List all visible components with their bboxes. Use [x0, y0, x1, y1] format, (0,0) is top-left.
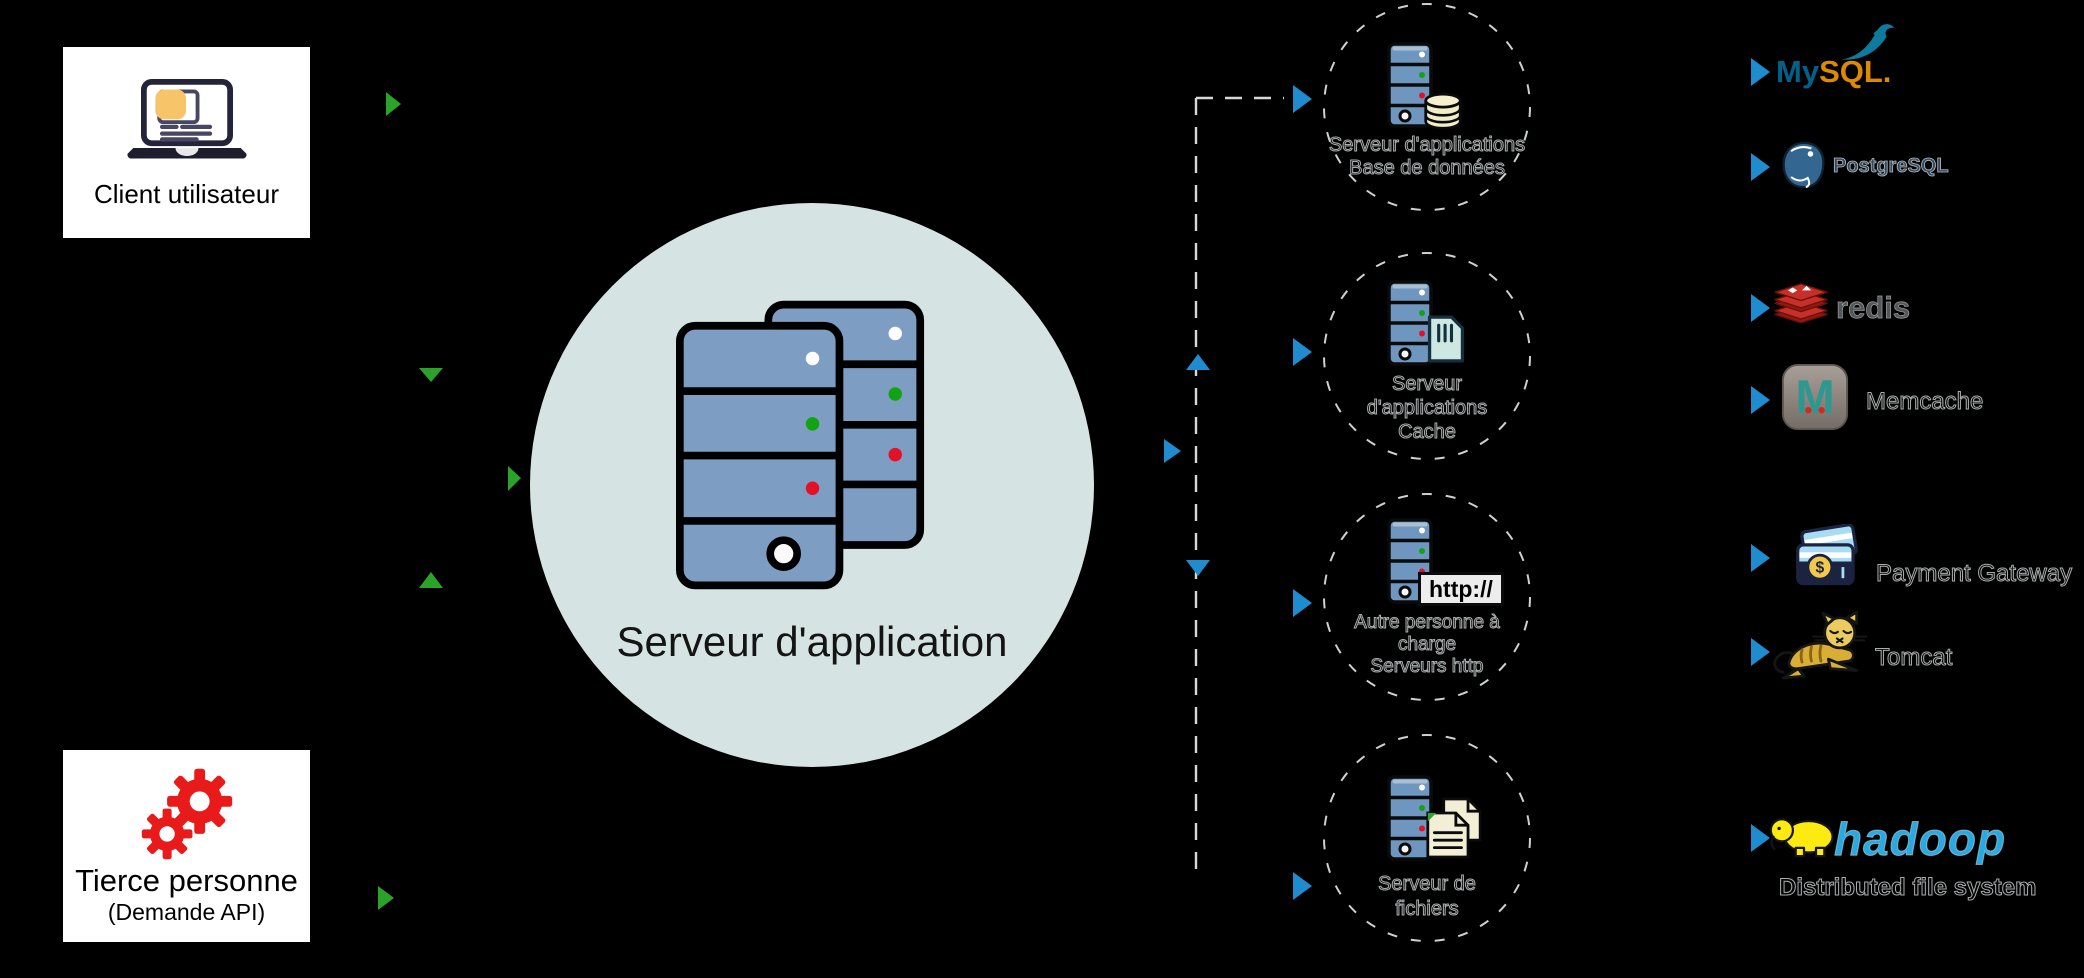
third-party-label: Tierce personne: [75, 862, 298, 898]
client-label: Client utilisateur: [94, 179, 279, 209]
arrow-right-blue-cache: [1293, 338, 1312, 366]
arrow-right-blue-center: [1164, 439, 1181, 463]
tomcat-cat-icon: [1773, 610, 1868, 680]
memory-card-icon: [1427, 315, 1465, 363]
app-server-circle: Serveur d'application: [530, 203, 1094, 767]
arrow-right-blue-tomcat: [1751, 638, 1770, 666]
node-files-label: Serveur de fichiers: [1378, 873, 1477, 921]
arrow-right-green-api: [378, 886, 394, 910]
database-icon: [1424, 92, 1462, 130]
arrow-up-green: [419, 572, 443, 588]
node-file-server: Serveur de fichiers: [1324, 735, 1530, 941]
hadoop-elephant-icon: [1769, 818, 1834, 858]
hadoop-sublabel: Distributed file system: [1778, 874, 2037, 902]
app-server-label: Serveur d'application: [616, 618, 1008, 665]
memcache-icon: M: [1781, 363, 1849, 431]
node-db-server: Serveur d'applications Base de données: [1324, 4, 1530, 210]
node-db-label: Serveur d'applications Base de données: [1328, 134, 1526, 180]
postgresql-elephant-icon: [1782, 141, 1825, 189]
node-cache-label: Serveur d'applications Cache: [1366, 373, 1488, 444]
documents-icon: [1426, 797, 1482, 859]
tomcat-label: Tomcat: [1874, 644, 1953, 672]
redis-stack-icon: [1774, 283, 1828, 324]
arrow-right-blue-redis: [1751, 294, 1770, 322]
node-circle-outline-db: [1323, 3, 1531, 211]
node-http-label: Autre personne à charge Serveurs http: [1354, 612, 1501, 678]
dollar-glyph: $: [1815, 560, 1824, 577]
node-circle-outline-http: [1323, 493, 1531, 701]
gears-icon: [141, 768, 232, 859]
arrow-right-blue-files: [1293, 872, 1312, 900]
node-circle-outline-files: [1323, 734, 1531, 942]
arrow-right-green-client: [386, 92, 401, 116]
memcache-label: Memcache: [1865, 388, 1984, 416]
client-node: Client utilisateur: [63, 47, 310, 238]
arrow-down-blue: [1186, 560, 1210, 576]
hadoop-label: hadoop: [1833, 813, 2007, 866]
arrow-right-blue-hadoop: [1751, 824, 1770, 852]
node-cache-server: Serveur d'applications Cache: [1324, 253, 1530, 459]
memcache-m-glyph: M: [1795, 371, 1834, 424]
http-badge: http://: [1418, 572, 1504, 606]
arrow-up-blue: [1186, 354, 1210, 370]
payment-label: Payment Gateway: [1875, 560, 2073, 588]
laptop-icon: [126, 79, 247, 159]
redis-label: redis: [1836, 290, 1911, 326]
arrow-right-blue-mysql: [1751, 58, 1770, 86]
arrow-right-blue-postgresql: [1751, 153, 1770, 181]
third-party-node: Tierce personne (Demande API): [63, 750, 310, 942]
arrow-right-green-center: [508, 466, 521, 491]
server-stack-icon: [676, 300, 925, 590]
third-party-sublabel: (Demande API): [107, 898, 266, 925]
mysql-label: MySQL.: [1776, 54, 1892, 89]
node-circle-outline-cache: [1323, 252, 1531, 460]
arrow-right-blue-http: [1293, 589, 1312, 617]
arrow-right-blue-memcache: [1751, 386, 1770, 414]
arrow-right-blue-payment: [1751, 544, 1770, 572]
payment-card-icon: $: [1796, 524, 1858, 586]
mysql-dolphin-icon: [1841, 24, 1895, 60]
arrow-right-blue-db: [1293, 85, 1312, 113]
postgresql-label: PostgreSQL: [1833, 155, 1949, 178]
arrow-down-green: [419, 368, 443, 382]
node-http-server: http:// Autre personne à charge Serveurs…: [1324, 494, 1530, 700]
